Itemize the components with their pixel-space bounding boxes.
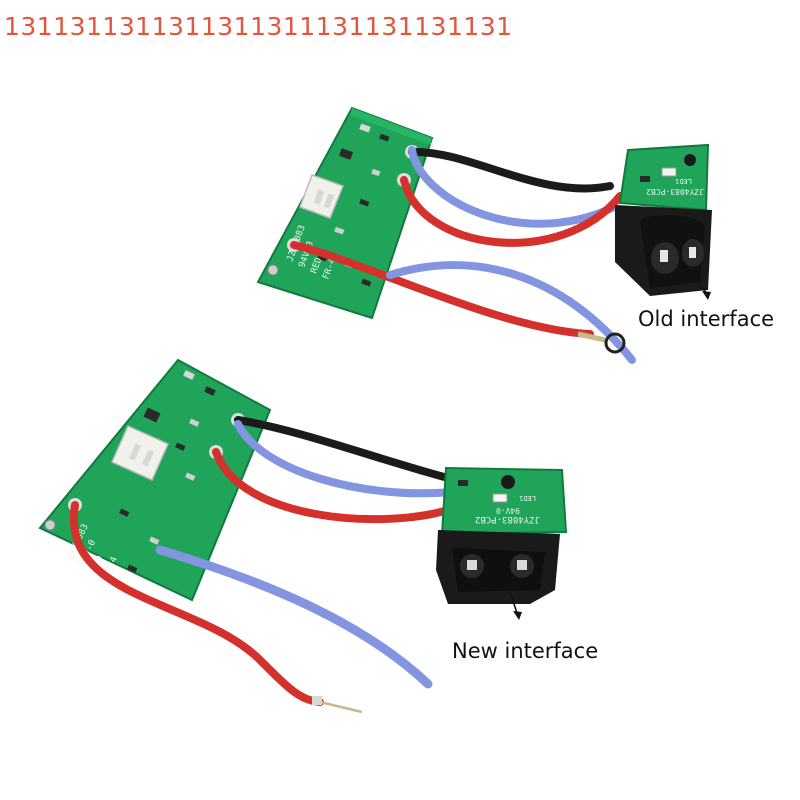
watermark-text: 1311311311311311311131131131131 [4,12,513,41]
arrow-pointer-old-icon [694,275,711,300]
old-assembly: JZY4083 94V-0 RED FR-4 JZY4083-PCB2 LE [256,106,712,364]
new-interface-label: New interface [452,639,599,663]
old-socket-assembly: JZY4083-PCB2 LED1 [615,143,712,296]
new-silk-94v: 94V-0 [496,506,520,515]
new-assembly: JZY4083 94V-0 RED FR-4 JZY4083-PCB2 94V-… [38,358,568,714]
arrow-pointer-new-icon [509,591,522,620]
old-silk-led: LED1 [675,177,692,185]
old-main-pcb: JZY4083 94V-0 RED FR-4 [256,106,434,320]
old-silk-pcb2: JZY4083-PCB2 [646,187,704,196]
old-interface-label: Old interface [638,307,775,331]
new-jst-connector [111,425,169,481]
old-ring-terminal [577,331,626,354]
new-socket-assembly: JZY4083-PCB2 94V-0 LED1 [436,466,568,604]
old-jst-connector [299,174,344,219]
new-silk-led: LED1 [519,494,536,502]
new-silk-pcb2: JZY4083-PCB2 [475,514,540,524]
new-bare-wire-end [312,696,363,714]
